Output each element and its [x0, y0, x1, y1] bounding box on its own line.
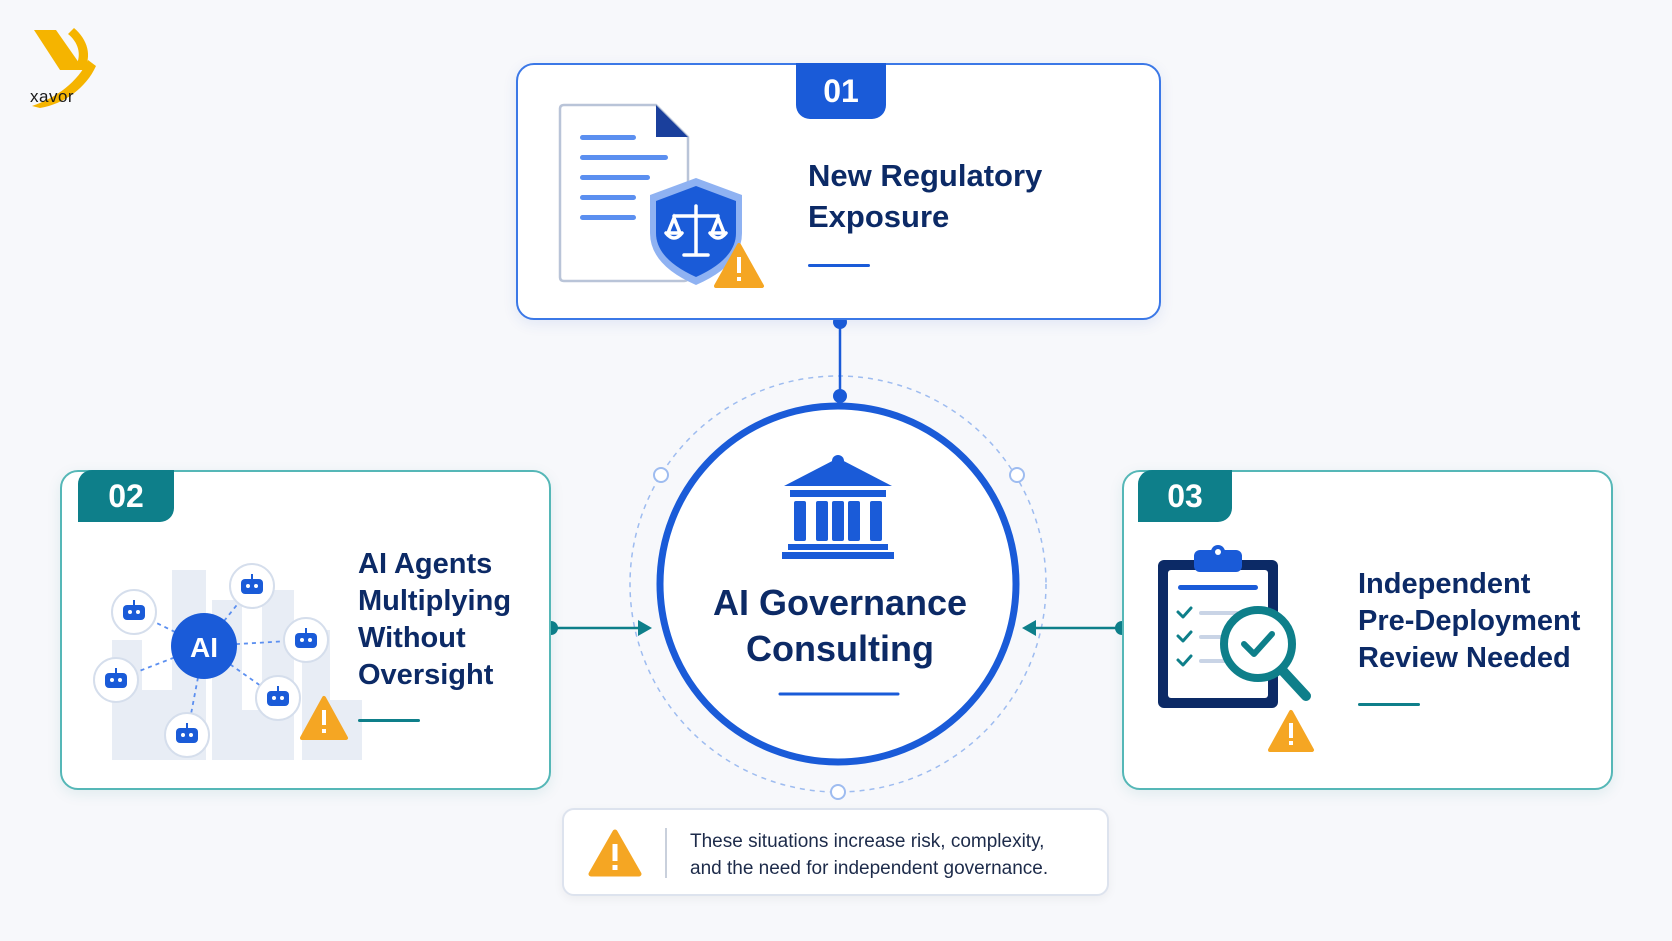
clipboard-review-icon: [1158, 545, 1314, 752]
ring-node: [830, 784, 846, 800]
ai-hub-label: AI: [190, 632, 218, 663]
xavor-logo[interactable]: [26, 26, 96, 108]
government-building-icon: [782, 455, 894, 559]
connector-dot: [833, 389, 847, 403]
outer-dashed-ring: [629, 375, 1047, 793]
card-title: Independent Pre-Deployment Review Needed: [1358, 568, 1581, 674]
arrow-head: [1022, 620, 1036, 636]
note-text: These situations increase risk, complexi…: [690, 831, 1049, 879]
card-pre-deployment-review[interactable]: 03 Independent Pre-Deployment Review Nee…: [1122, 470, 1613, 790]
summary-note: These situations increase risk, complexi…: [562, 808, 1109, 896]
center-title: AI Governance Consulting: [712, 582, 968, 669]
document-shield-icon: [558, 103, 764, 288]
center-circle: [656, 402, 1020, 766]
note-divider: [665, 828, 667, 878]
card-underline: [1358, 703, 1420, 706]
ring-node: [653, 467, 669, 483]
ai-network-icon: AI: [93, 563, 362, 760]
card-ai-agents[interactable]: 02: [60, 470, 551, 790]
arrow-head: [638, 620, 652, 636]
card-underline: [808, 264, 870, 267]
warning-icon: [588, 829, 642, 877]
card-number-badge: 02: [78, 470, 174, 522]
card-title: New Regulatory Exposure: [808, 158, 1043, 234]
card-title: AI Agents Multiplying Without Oversight: [358, 548, 512, 691]
card-number-badge: 03: [1138, 470, 1232, 522]
card-regulatory-exposure[interactable]: 01 New Regulatory Exposure: [516, 63, 1161, 320]
ring-node: [1009, 467, 1025, 483]
logo-wordmark: xavor: [30, 87, 75, 106]
card-underline: [358, 719, 420, 722]
card-number-badge: 01: [796, 63, 886, 119]
